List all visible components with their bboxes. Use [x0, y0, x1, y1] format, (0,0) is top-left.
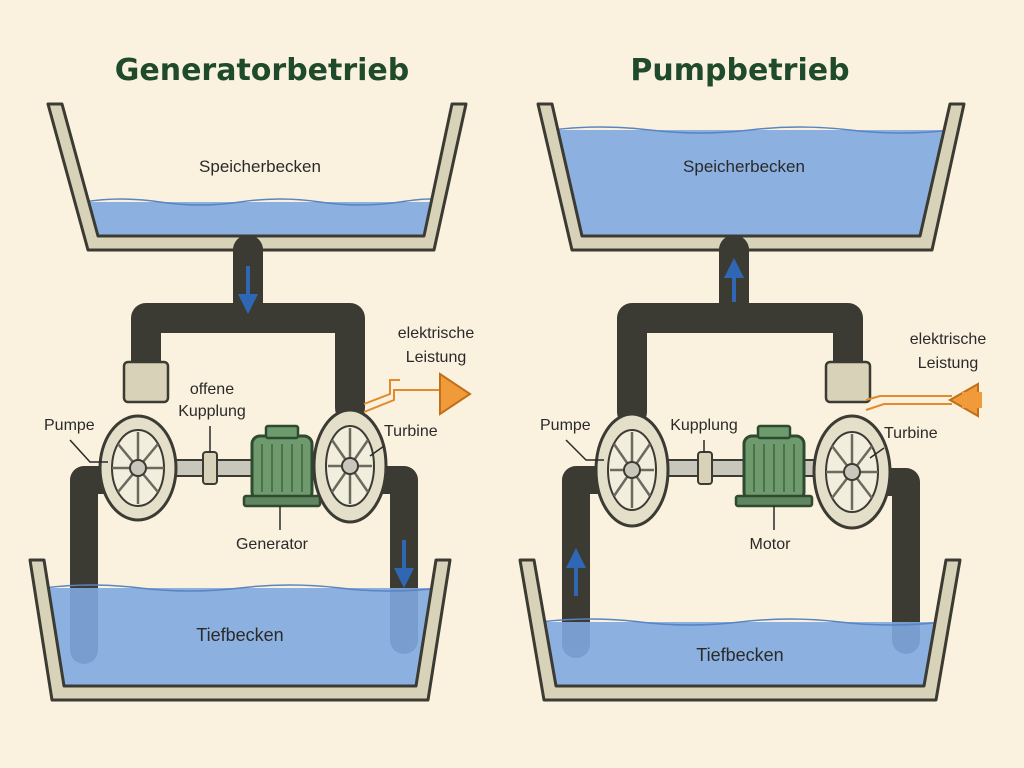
right-lower-pool-label: Tiefbecken [696, 645, 783, 665]
left-upper-pool-label: Speicherbecken [199, 157, 321, 176]
right-turbine-label: Turbine [884, 425, 938, 442]
left-coupling-label-2: Kupplung [178, 403, 246, 420]
right-lower-basin [518, 558, 962, 702]
left-lower-basin [28, 558, 452, 702]
turbine-icon [812, 414, 892, 530]
right-title: Pumpbetrieb [630, 53, 849, 88]
coupling-icon [697, 451, 713, 485]
generator-icon [242, 424, 322, 508]
right-power-label-1: elektrische [910, 331, 987, 348]
right-machine-label: Motor [750, 536, 792, 553]
right-upper-water [552, 130, 952, 236]
right-pump-label: Pumpe [540, 417, 591, 434]
left-coupling-label-1: offene [190, 381, 234, 398]
left-power-label-1: elektrische [398, 325, 475, 342]
motor-icon [734, 424, 814, 508]
left-pump-label: Pumpe [44, 417, 95, 434]
turbine-icon [312, 408, 388, 524]
left-title: Generatorbetrieb [115, 53, 410, 88]
right-upper-reservoir: Speicherbecken [536, 102, 966, 252]
left-turbine-label: Turbine [384, 423, 438, 440]
left-upper-basin [46, 102, 468, 252]
panel-pump-mode: Pumpbetrieb Speicherbecken [518, 53, 987, 702]
power-arrow-icon [865, 382, 982, 418]
right-lower-water [540, 622, 944, 686]
left-lower-water [44, 588, 440, 686]
water-pump-icon [594, 412, 670, 528]
right-lower-reservoir: Tiefbecken [518, 558, 962, 702]
water-pump-icon [98, 414, 178, 522]
left-power-label-2: Leistung [406, 349, 467, 366]
right-upper-basin [536, 102, 966, 252]
coupling-icon [202, 451, 218, 485]
left-lower-pool-label: Tiefbecken [196, 625, 283, 645]
panel-generator-mode: Generatorbetrieb Speicherbecken [28, 53, 475, 702]
power-arrow-icon [363, 372, 472, 416]
left-machine-label: Generator [236, 536, 309, 553]
right-coupling-label: Kupplung [670, 417, 738, 434]
left-upper-water [84, 202, 436, 236]
left-upper-reservoir: Speicherbecken [46, 102, 468, 252]
right-power-label-2: Leistung [918, 355, 979, 372]
right-upper-pool-label: Speicherbecken [683, 157, 805, 176]
left-lower-reservoir: Tiefbecken [28, 558, 452, 702]
